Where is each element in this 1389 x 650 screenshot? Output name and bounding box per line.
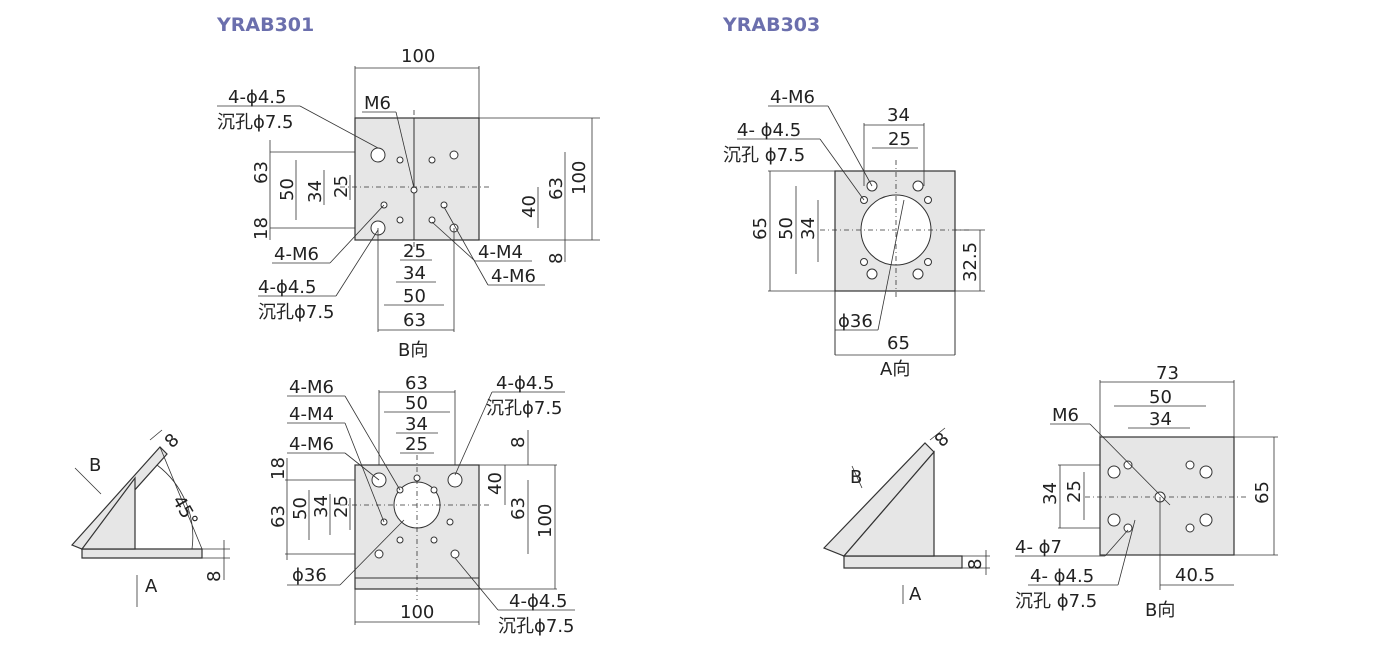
- dim-a-18: 18: [268, 457, 289, 480]
- dim-a-34-top: 34: [405, 414, 428, 435]
- label-303-b-cb-75: 沉孔 ϕ7.5: [1015, 591, 1097, 612]
- dim-8-b: 8: [546, 253, 567, 264]
- label-angle-45: 45°: [168, 492, 202, 530]
- label-a-cb-75-top: 沉孔ϕ7.5: [486, 398, 563, 419]
- dim-40: 40: [519, 195, 540, 218]
- dim-303-65-left: 65: [750, 217, 771, 240]
- label-303-side-a: A: [909, 584, 922, 605]
- dim-a-40: 40: [485, 472, 506, 495]
- label-303-b-hole-45: 4- ϕ4.5: [1030, 566, 1094, 587]
- dim-303-side-8-top: 8: [931, 429, 954, 452]
- label-303-view-a: A向: [880, 359, 910, 380]
- label-303-b-m6: M6: [1052, 405, 1079, 426]
- side-rib: [80, 476, 136, 550]
- dim-303-b-65: 65: [1252, 481, 1273, 504]
- label-303-b-4phi7: 4- ϕ7: [1015, 537, 1062, 558]
- dim-a-25-top: 25: [405, 434, 428, 455]
- label-cb-75-left: 沉孔ϕ7.5: [258, 302, 335, 323]
- label-a-4m6-top: 4-M6: [289, 377, 334, 398]
- label-a-phi36: ϕ36: [292, 565, 327, 586]
- yrab303-side-rib: [842, 450, 935, 557]
- yrab301-b-view: 100 100 63 40 8 63 18 50 34 25 25 34 50 …: [217, 46, 600, 361]
- dim-25-left: 25: [331, 175, 352, 198]
- yrab303-b-view: 73 50 34 65 34 25 40.5 M6 4- ϕ7 4- ϕ4.5 …: [1015, 363, 1278, 621]
- dim-50-bottom: 50: [403, 286, 426, 307]
- dim-303-34-left: 34: [798, 217, 819, 240]
- label-303-phi36: ϕ36: [838, 311, 873, 332]
- dim-303-b-73: 73: [1156, 363, 1179, 384]
- dim-50-left: 50: [277, 178, 298, 201]
- label-hole-45-left: 4-ϕ4.5: [258, 277, 316, 298]
- dim-303-b-50: 50: [1149, 387, 1172, 408]
- dim-height-100: 100: [569, 161, 590, 195]
- dim-34-bottom: 34: [403, 263, 426, 284]
- dim-a-34-left: 34: [311, 495, 332, 518]
- dim-303-25-top: 25: [888, 129, 911, 150]
- label-4m6-left: 4-M6: [274, 244, 319, 265]
- dim-303-b-25-left: 25: [1064, 480, 1085, 503]
- title-yrab301: YRAB301: [217, 14, 315, 36]
- label-4m6-right: 4-M6: [491, 266, 536, 287]
- label-m6-top: M6: [364, 93, 391, 114]
- yrab303-a-view: 34 25 65 50 34 32.5 65 4-M6 4- ϕ4.5 沉孔 ϕ…: [723, 87, 985, 380]
- dim-a-100-bottom: 100: [400, 602, 434, 623]
- dim-a-63-top: 63: [405, 373, 428, 394]
- label-a-hole-45-top: 4-ϕ4.5: [496, 373, 554, 394]
- dim-18: 18: [251, 217, 272, 240]
- dim-a-100-right: 100: [535, 504, 556, 538]
- dim-a-63-left: 63: [268, 505, 289, 528]
- side-base: [81, 548, 203, 559]
- label-side-b: B: [89, 455, 101, 476]
- dim-side-8-top: 8: [161, 430, 184, 453]
- dim-height-63-right: 63: [546, 177, 567, 200]
- dim-303-b-34: 34: [1149, 409, 1172, 430]
- dim-303-325: 32.5: [960, 242, 981, 282]
- dim-303-b-405: 40.5: [1175, 565, 1215, 586]
- yrab301-side-view: 45° 8 8 B A: [70, 430, 230, 607]
- dim-width-100: 100: [401, 46, 435, 67]
- dim-a-50-left: 50: [290, 497, 311, 520]
- label-a-4m6-mid: 4-M6: [289, 434, 334, 455]
- label-303-4m6: 4-M6: [770, 87, 815, 108]
- dim-303-side-8-right: 8: [965, 559, 986, 570]
- label-a-hole-45-bottom: 4-ϕ4.5: [509, 591, 567, 612]
- b-view-plate: [354, 117, 480, 241]
- dim-303-65-bottom: 65: [887, 333, 910, 354]
- label-303-hole-45: 4- ϕ4.5: [737, 120, 801, 141]
- label-hole-45-top: 4-ϕ4.5: [228, 87, 286, 108]
- dim-a-63-right: 63: [508, 497, 529, 520]
- label-view-b: B向: [398, 340, 428, 361]
- label-cb-75-top: 沉孔ϕ7.5: [217, 112, 294, 133]
- dim-63-bottom: 63: [403, 310, 426, 331]
- dim-side-8-right: 8: [204, 571, 225, 582]
- dim-a-25-left: 25: [331, 495, 352, 518]
- dim-63-left: 63: [251, 161, 272, 184]
- dim-25-bottom: 25: [403, 241, 426, 262]
- dim-303-50-left: 50: [776, 217, 797, 240]
- label-a-cb-75-bottom: 沉孔ϕ7.5: [498, 616, 575, 637]
- label-303-view-b: B向: [1145, 600, 1175, 621]
- yrab303-side-view: 8 8 B A: [822, 427, 990, 605]
- dim-303-34-top: 34: [887, 105, 910, 126]
- dim-303-b-34-left: 34: [1040, 482, 1061, 505]
- dim-a-50-top: 50: [405, 393, 428, 414]
- label-4m4-right: 4-M4: [478, 242, 523, 263]
- yrab301-a-view: 63 50 34 25 18 63 50 34 25 100 63 40 8 1…: [268, 373, 575, 637]
- yrab303-side-base: [843, 555, 963, 569]
- dim-34-left: 34: [305, 180, 326, 203]
- label-303-cb-75: 沉孔 ϕ7.5: [723, 145, 805, 166]
- label-303-side-b: B: [850, 467, 862, 488]
- title-yrab303: YRAB303: [723, 14, 821, 36]
- label-a-4m4: 4-M4: [289, 404, 334, 425]
- dim-a-8: 8: [508, 437, 529, 448]
- label-side-a: A: [145, 576, 158, 597]
